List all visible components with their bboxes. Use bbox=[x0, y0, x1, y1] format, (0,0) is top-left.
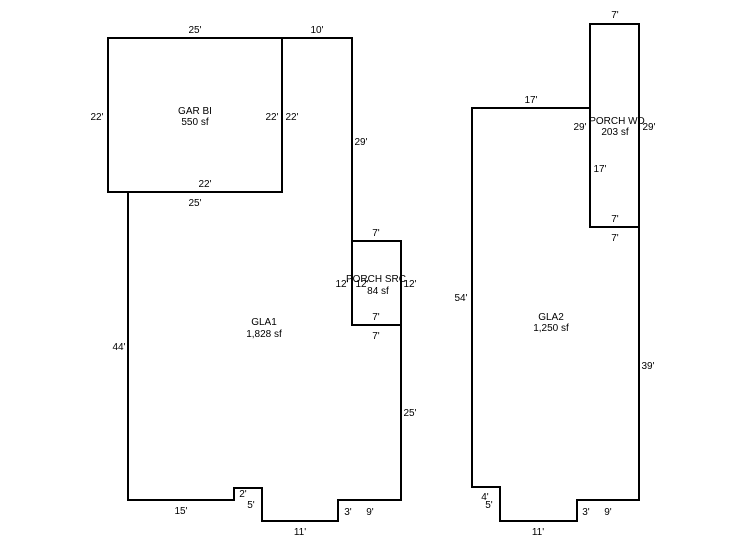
porch-src-name: PORCH SRC bbox=[346, 274, 406, 285]
dim-gla2-notch-up: 3' bbox=[582, 507, 590, 518]
garage-area: 550 sf bbox=[181, 117, 208, 128]
dim-gla2-left: 54' bbox=[454, 293, 467, 304]
dim-porch-wd-inner: 17' bbox=[593, 164, 606, 175]
dim-gla1-left: 44' bbox=[112, 342, 125, 353]
dim-porch-src-right: 12' bbox=[403, 279, 416, 290]
gla1-name: GLA1 bbox=[251, 317, 277, 328]
dim-gla1-notch-up: 3' bbox=[344, 507, 352, 518]
dim-porch-wd-left: 29' bbox=[573, 122, 586, 133]
dim-gar-bottom-outer: 25' bbox=[188, 198, 201, 209]
dim-gla1-bottom-right: 9' bbox=[366, 507, 374, 518]
dim-gla1-bottom-left: 15' bbox=[174, 506, 187, 517]
gla1-area: 1,828 sf bbox=[246, 329, 282, 340]
dim-porch-src-left-inner: 12' bbox=[355, 279, 368, 290]
dim-porch-wd-bottom-inner: 7' bbox=[611, 214, 619, 225]
dim-gla1-right-lower: 25' bbox=[403, 408, 416, 419]
dim-gla1-notch-small: 2' bbox=[239, 489, 247, 500]
dim-gla2-notch-small: 4' bbox=[481, 492, 489, 503]
gla2-outline bbox=[471, 107, 640, 522]
dim-top-extension: 10' bbox=[310, 25, 323, 36]
dim-porch-src-bottom-inner: 7' bbox=[372, 312, 380, 323]
dim-gla1-notch-down: 5' bbox=[247, 500, 255, 511]
porch-wd-area: 203 sf bbox=[601, 127, 628, 138]
porch-wd-outline bbox=[589, 23, 640, 228]
dim-right-upper: 29' bbox=[354, 137, 367, 148]
dim-gla2-right: 39' bbox=[641, 361, 654, 372]
garage-name: GAR BI bbox=[178, 106, 212, 117]
dim-gar-right-outer: 22' bbox=[285, 112, 298, 123]
dim-gar-top: 25' bbox=[188, 25, 201, 36]
dim-porch-wd-right: 29' bbox=[642, 122, 655, 133]
dim-gar-bottom-inner: 22' bbox=[198, 179, 211, 190]
garage-outline bbox=[107, 37, 283, 193]
porch-src-area: 84 sf bbox=[367, 286, 389, 297]
dim-porch-src-bottom-outer: 7' bbox=[372, 331, 380, 342]
dim-gla2-bottom-right: 9' bbox=[604, 507, 612, 518]
dim-porch-src-top: 7' bbox=[372, 228, 380, 239]
dim-gla1-bottom-mid: 11' bbox=[294, 527, 306, 538]
dim-gla2-notch-down: 5' bbox=[485, 500, 493, 511]
dim-gla2-bottom-mid: 11' bbox=[532, 527, 544, 538]
dim-gar-right-inner: 22' bbox=[265, 112, 278, 123]
dim-porch-wd-bottom-outer: 7' bbox=[611, 233, 619, 244]
dim-porch-wd-top: 7' bbox=[611, 10, 619, 21]
gla2-area: 1,250 sf bbox=[533, 323, 569, 334]
porch-src-outline bbox=[351, 240, 402, 326]
dim-gar-left: 22' bbox=[90, 112, 103, 123]
gla2-name: GLA2 bbox=[538, 312, 564, 323]
porch-wd-name: PORCH WD bbox=[589, 116, 645, 127]
dim-gla2-top: 17' bbox=[524, 95, 537, 106]
dim-porch-src-left: 12' bbox=[335, 279, 348, 290]
